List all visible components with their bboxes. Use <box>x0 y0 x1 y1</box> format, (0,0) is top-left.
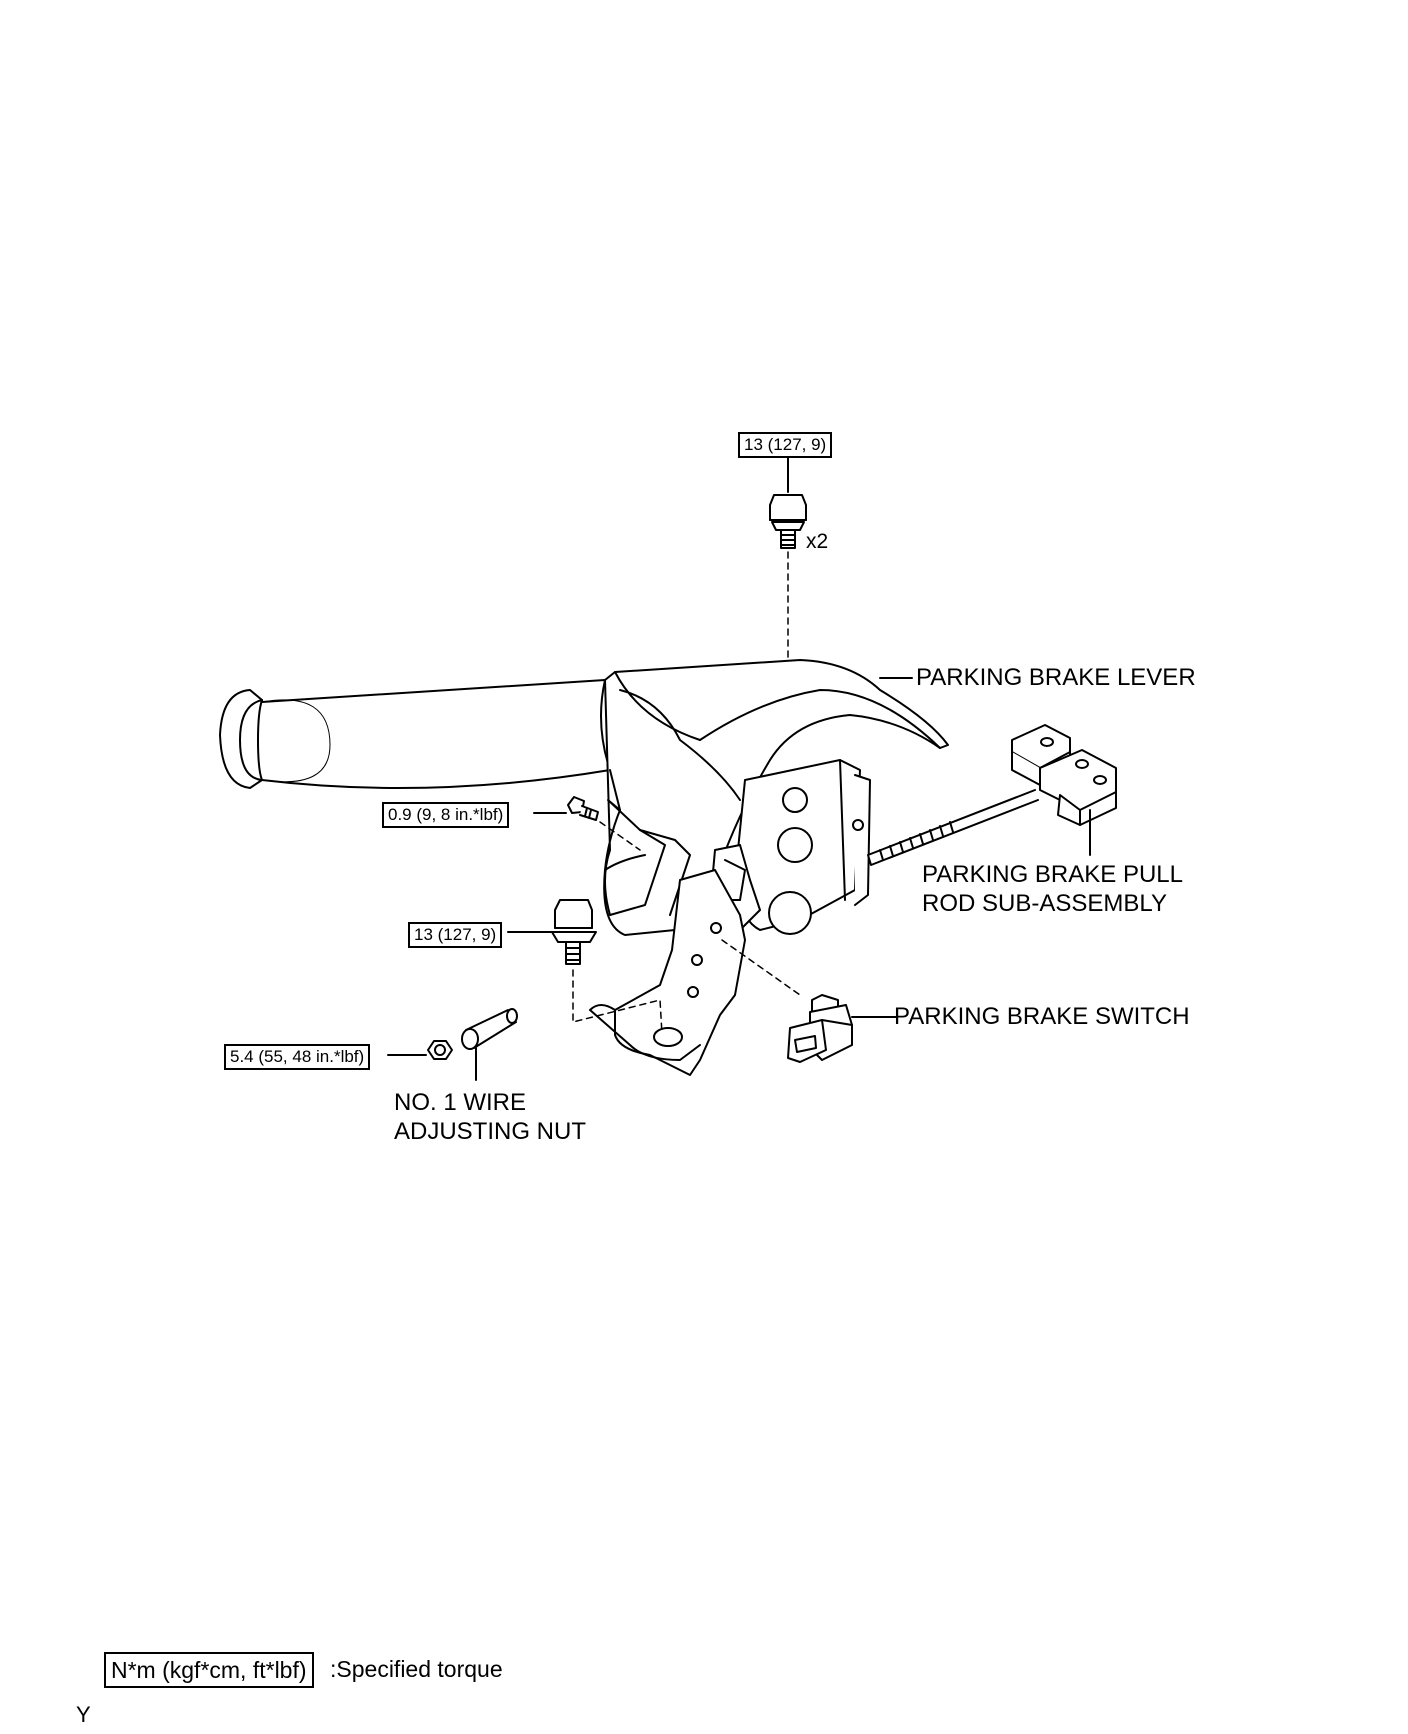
lever-label: PARKING BRAKE LEVER <box>916 664 1196 691</box>
mid-bolt-torque-box: 13 (127, 9) <box>408 922 503 948</box>
switch-label: PARKING BRAKE SWITCH <box>894 1003 1190 1030</box>
lever-grip <box>219 679 611 789</box>
screw-path <box>599 821 641 851</box>
switch-path <box>721 939 801 996</box>
screw-torque-box: 0.9 (9, 8 in.*lbf) <box>382 802 510 828</box>
top-bolt-icon <box>769 494 807 549</box>
nut-torque-box: 5.4 (55, 48 in.*lbf) <box>224 1044 371 1070</box>
corner-mark: Y <box>76 1702 91 1727</box>
mid-bolt-icon <box>551 899 597 965</box>
nut-icon <box>427 1040 453 1060</box>
switch-icon <box>787 994 853 1063</box>
nut-label-line1: NO. 1 WIRE <box>394 1089 527 1116</box>
lever-body <box>589 659 949 1076</box>
mid-bolt-path <box>572 969 663 1035</box>
nut-label-line2: ADJUSTING NUT <box>394 1118 586 1145</box>
sleeve-icon <box>461 1008 518 1050</box>
pull-rod-label-line1: PARKING BRAKE PULL <box>922 861 1183 888</box>
top-bolt-torque-box: 13 (127, 9) <box>738 432 833 458</box>
pull-rod-icon <box>867 724 1117 866</box>
pull-rod-label-line2: ROD SUB-ASSEMBLY <box>922 890 1167 917</box>
legend-text: :Specified torque <box>330 1656 503 1682</box>
small-screw-icon <box>567 796 599 821</box>
top-bolt-qty: x2 <box>806 530 829 553</box>
legend-unit-box: N*m (kgf*cm, ft*lbf) <box>104 1652 314 1688</box>
